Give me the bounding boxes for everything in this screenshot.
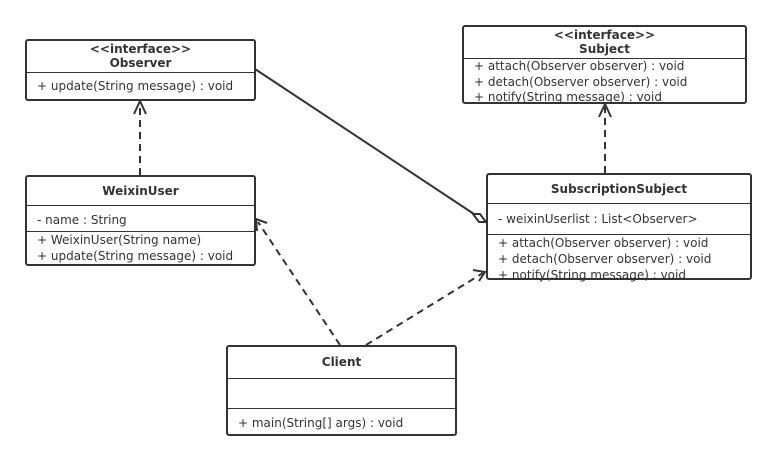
method: + attach(Observer observer) : void <box>498 236 709 250</box>
method: + update(String message) : void <box>37 249 234 263</box>
method: + notify(String message) : void <box>474 90 662 104</box>
class-name: SubscriptionSubject <box>550 182 688 196</box>
class-name: WeixinUser <box>102 184 179 198</box>
class-observer[interactable]: <<interface>>Observer + update(String me… <box>25 39 256 101</box>
stereotype-label: <<interface>> <box>89 42 192 56</box>
arrowhead-open-icon <box>472 269 487 282</box>
method: + detach(Observer observer) : void <box>498 252 712 266</box>
aggregation-subscription-observer <box>254 68 475 215</box>
attribute: - weixinUserlist : List<Observer> <box>498 212 698 226</box>
method: + attach(Observer observer) : void <box>474 59 685 73</box>
arrowhead-open-icon <box>254 217 268 232</box>
class-name: Observer <box>109 56 172 70</box>
class-name: Subject <box>579 42 630 56</box>
class-subject[interactable]: <<interface>>Subject + attach(Observer o… <box>462 25 747 104</box>
arrowhead-open-icon <box>598 101 612 118</box>
method: + main(String[] args) : void <box>238 416 404 430</box>
class-name: Client <box>321 355 362 369</box>
stereotype-label: <<interface>> <box>553 28 656 42</box>
method: + notify(String message) : void <box>498 268 686 282</box>
method: + WeixinUser(String name) <box>37 233 202 247</box>
arrowhead-open-icon <box>133 98 147 115</box>
class-weixinuser[interactable]: WeixinUser - name : String + WeixinUser(… <box>25 175 256 266</box>
method: + detach(Observer observer) : void <box>474 74 688 89</box>
attributes-section <box>228 378 455 408</box>
dependency-client-subscription <box>365 272 484 346</box>
class-client[interactable]: Client + main(String[] args) : void <box>226 345 457 436</box>
attribute: - name : String <box>37 213 127 227</box>
method: + update(String message) : void <box>37 79 234 93</box>
class-subscriptionsubject[interactable]: SubscriptionSubject - weixinUserlist : L… <box>486 173 752 282</box>
aggregation-diamond-icon <box>471 213 488 223</box>
dependency-client-weixinuser <box>257 221 341 346</box>
